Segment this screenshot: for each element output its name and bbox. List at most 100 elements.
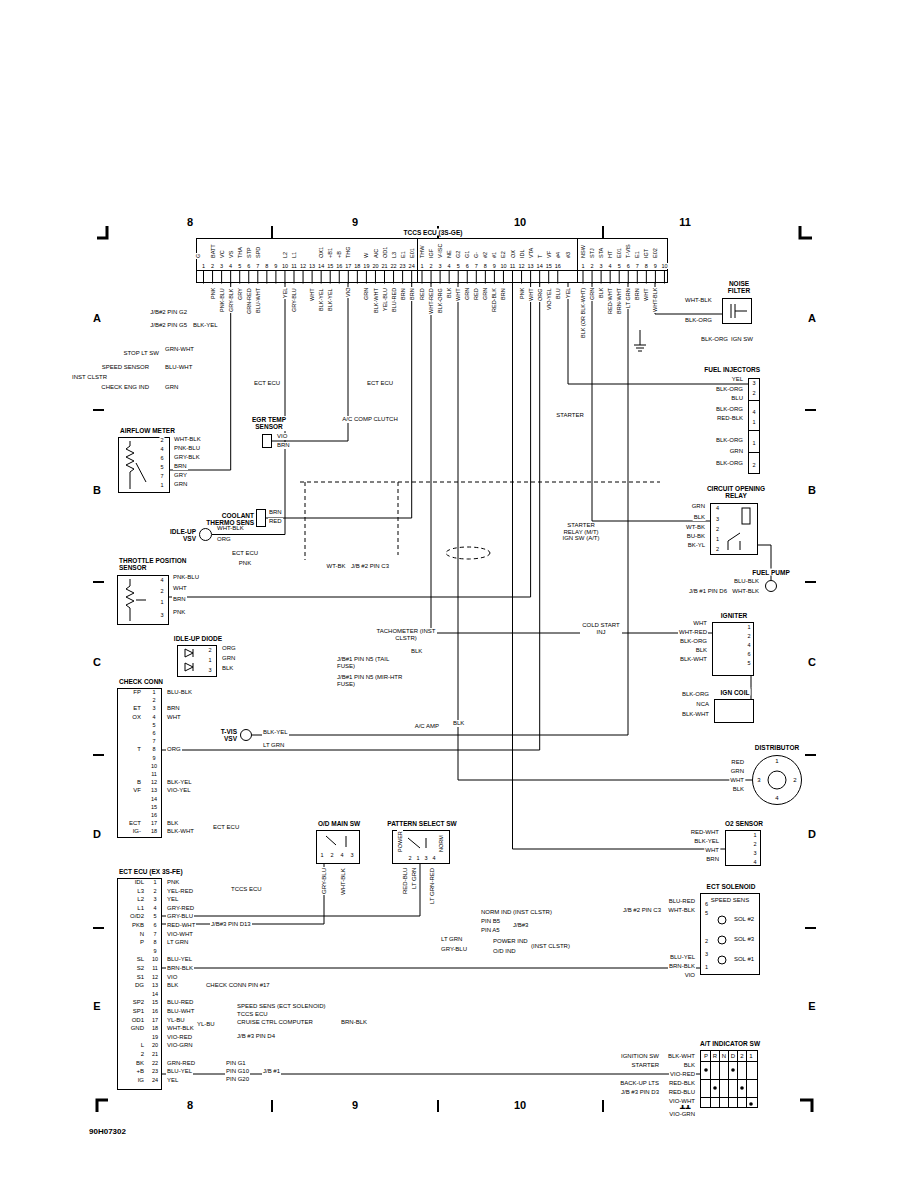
diagram-label: 7 [159,473,164,479]
diagram-label: 13 [150,787,158,793]
diagram-label: GRY [173,472,188,479]
diagram-label: SPD [255,246,261,259]
diagram-label: 15 [545,263,553,269]
diagram-label: 6 [152,922,157,928]
diagram-label: 4 [431,855,436,861]
diagram-label: 6 [746,651,751,657]
diagram-label: 9 [653,263,658,269]
diagram-label: YEL [166,896,179,903]
diagram-label: LT GRN [411,867,418,890]
diagram-label: 4 [159,446,164,452]
diagram-label: G- [473,251,479,259]
diagram-label: 23 [151,1068,159,1074]
diagram-label: 20 [151,1042,159,1048]
component-box: O/D MAIN SW [316,830,360,864]
diagram-label: WHT [309,287,315,302]
diagram-label: L1 [136,905,145,912]
wire-connector [162,864,420,916]
diagram-label: RED-WHT [690,829,720,836]
component-name: EGR TEMP SENSOR [246,416,292,431]
component-outline [752,755,802,805]
round-component: T-VIS VSV [240,729,252,741]
diagram-label: 3 [599,263,604,269]
diagram-label: 11 [290,263,298,269]
diagram-label: SL [136,956,145,963]
diagram-label: 6 [246,263,251,269]
diagram-label: 16 [335,263,343,269]
diagram-label: VIO-WHT [668,1098,696,1105]
diagram-label: RED-BLK [491,287,497,313]
diagram-label: IGNITION SW [620,1053,660,1060]
diagram-label: RED [473,287,479,301]
diagram-label: G1 [464,250,470,259]
component-name: O/D MAIN SW [317,820,361,827]
diagram-label: #1 [491,251,497,259]
diagram-label: BLK-ORG [679,638,708,645]
component-outline [753,756,802,805]
diagram-label: WHT [455,287,461,302]
diagram-label: L1 [291,251,297,259]
diagram-label: BRN [634,287,640,301]
diagram-label: GRN [464,287,470,301]
diagram-label: A [807,312,817,324]
diagram-label: 5 [456,263,461,269]
diagram-label: D [730,1053,736,1060]
diagram-label: WHT [166,714,182,721]
diagram-label: 10 [513,1099,527,1111]
diagram-label: J/B#3 [512,922,529,929]
component-box: COOLANT THERMO SENS [256,509,266,527]
diagram-label: 3 [752,850,757,856]
diagram-label: 1 [152,879,157,885]
wire-connector [513,283,726,849]
frame-corner [97,226,107,238]
diagram-label: BLK-ORG [684,317,713,324]
diagram-label: 17 [150,820,158,826]
grid-tick [93,226,816,1112]
diagram-label: E [92,1000,101,1012]
diagram-label: G [195,253,201,259]
diagram-label: VIO-RED [166,1034,193,1041]
diagram-label: J/B #3 PIN D3 [620,1089,660,1096]
diagram-label: 12 [517,263,525,269]
diagram-label: THW [419,244,425,259]
component-name: THROTTLE POSITION SENSOR [118,557,190,572]
diagram-label: RED-WHT [607,287,613,315]
wire-connector [162,864,324,924]
diagram-label: BLK [166,982,179,989]
diagram-label: OD1 [131,1017,145,1024]
diagram-label: A/C AMP [414,723,440,730]
component-name: IDLE-UP VSV [161,528,197,543]
diagram-label: 7 [152,931,157,937]
diagram-label: GRN [589,287,595,301]
diagram-label: 11 [150,771,158,777]
diagram-label: PNK-BLU [173,445,201,452]
diagram-label: OX [131,714,142,721]
diagram-label: 2 [152,888,157,894]
pin-stub [422,271,564,284]
wire-connector [592,283,710,521]
diagram-label: RED-BLU [402,867,409,895]
diagram-label: VIO [166,974,178,981]
diagram-label: VF [132,787,142,794]
diagram-label: CRUISE CTRL COMPUTER [236,1019,314,1026]
diagram-label: BLK-ORG [681,691,710,698]
diagram-label: LT GRN-RED [429,867,436,905]
diagram-label: 14 [150,796,158,802]
diagram-label: BRN [705,856,720,863]
component-outline [200,529,212,541]
junction-dot [749,1102,753,1106]
diagram-label: 9 [152,948,157,954]
diagram-label: ORG [537,287,543,302]
diagram-label: RED-WHT [166,922,196,929]
wire-connector [655,283,722,314]
diagram-label: 3 [756,777,761,784]
diagram-label: SOL #1 [733,956,755,963]
diagram-label: 1 [207,657,212,663]
diagram-label: 4 [447,263,452,269]
component-name: IGNITER [720,612,748,619]
diagram-label: PIN A5 [480,927,501,934]
diagram-label: W [363,252,369,259]
diagram-label: 6 [159,455,164,461]
